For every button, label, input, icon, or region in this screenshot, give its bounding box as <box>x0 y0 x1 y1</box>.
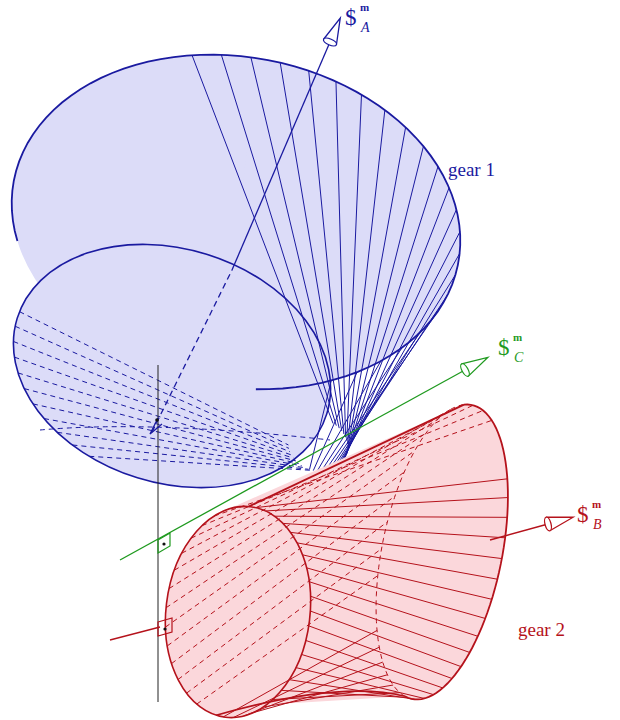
subscript: B <box>593 518 602 532</box>
gear1-hidden-ruling <box>44 419 302 466</box>
gear2-hidden-ruling <box>187 549 382 693</box>
axis-c <box>120 436 345 560</box>
gear1-hidden-ruling <box>13 341 290 451</box>
gear2-ruling <box>244 662 383 716</box>
gear2-ruling <box>223 630 377 717</box>
axis-a-dot <box>155 418 159 422</box>
gear1-ruling <box>345 188 449 458</box>
gear2-hidden-ruling <box>202 410 483 525</box>
subscript: A <box>361 21 370 35</box>
screw-arrow-base <box>322 36 337 47</box>
gear2-hidden-ruling <box>197 576 378 705</box>
superscript: m <box>360 2 369 13</box>
right-angle-mark <box>158 618 172 636</box>
gear2-ruling <box>306 568 485 619</box>
screw-symbol: $ <box>345 6 357 29</box>
gear1-ruling <box>280 63 342 431</box>
gear1-ruling <box>309 71 344 434</box>
gear2-ruling <box>256 479 508 508</box>
gear2-hidden-ruling <box>178 522 387 680</box>
gear2-ruling <box>302 555 491 600</box>
screw-arrow-base <box>459 362 471 377</box>
gear1-ruling <box>336 82 346 438</box>
gear2-ruling <box>233 647 379 717</box>
gear2-hidden-ruling <box>191 405 473 538</box>
gear1-ruling <box>221 55 336 426</box>
gear2-back-hidden <box>376 405 465 697</box>
gear1-hidden-ruling <box>20 312 289 445</box>
gear2-hidden-ruling <box>172 496 395 664</box>
gear2-hidden-ruling <box>169 419 438 589</box>
gear2-silhouette <box>249 405 464 507</box>
gear2-front-outline <box>154 498 322 720</box>
gear1-hidden-ruling <box>14 357 291 455</box>
part-label: gear 2 <box>518 620 565 639</box>
axis-c <box>345 370 465 436</box>
gear2-ruling <box>275 516 508 517</box>
gear1-ruling <box>251 57 339 428</box>
gear2-ruling <box>273 693 400 700</box>
gear2-ruling <box>306 640 443 687</box>
gear1-ruling <box>309 380 331 469</box>
part-label: gear 1 <box>448 160 495 179</box>
gear1-hidden-ruling <box>15 326 289 448</box>
gear2-hidden-ruling <box>174 410 450 571</box>
subscript: C <box>514 351 523 365</box>
gear2-hidden-ruling <box>166 433 426 608</box>
superscript: m <box>513 332 522 343</box>
gear2-hidden-ruling <box>165 451 414 627</box>
gear2-back-outline <box>405 405 508 700</box>
gear1-hidden-ruling <box>33 404 299 464</box>
gear2-hidden-ruling <box>214 420 492 516</box>
common-normal-line <box>158 365 159 702</box>
right-angle-dot <box>162 542 165 545</box>
gear2-ruling <box>291 532 502 558</box>
gear2-ruling <box>301 654 433 694</box>
right-angle-dot <box>163 627 166 630</box>
screw-arrow-base <box>543 516 552 531</box>
screw-symbol: $ <box>577 503 589 526</box>
gear1-hidden-waist <box>40 427 330 440</box>
gear2-ruling <box>265 498 507 511</box>
axis-b <box>110 627 160 640</box>
gear2-ruling <box>310 596 469 652</box>
axis-a-hidden <box>152 270 232 432</box>
gear2-ruling <box>310 611 461 667</box>
gear2-ruling <box>309 582 478 637</box>
axis-a <box>232 42 330 270</box>
superscript: m <box>592 499 601 510</box>
gear1-back-outline <box>12 55 460 390</box>
gear1-ruling <box>347 146 423 451</box>
axis-b <box>490 524 548 540</box>
gear1-hidden-ruling <box>18 373 293 458</box>
gear1-ruling <box>192 55 333 423</box>
gear2-hidden-ruling <box>182 405 462 553</box>
gear2-silhouette <box>216 691 405 715</box>
axis-a-mark <box>150 418 162 434</box>
right-angle-mark <box>158 533 170 553</box>
screw-symbol: $ <box>498 336 510 359</box>
